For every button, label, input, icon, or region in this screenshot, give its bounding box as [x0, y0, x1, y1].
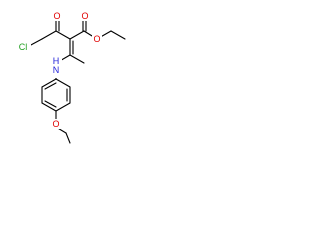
ketone-oxygen-label: O [53, 11, 60, 21]
ring-inner-2 [44, 100, 57, 108]
molecule-drawing: Cl O O O H N O [15, 11, 126, 144]
amine-nitrogen-label: N [53, 65, 60, 75]
ring-inner-3 [44, 82, 57, 90]
ring-bond-3 [55, 102, 71, 112]
ester-carbonyl-oxygen-label: O [81, 11, 88, 21]
structure-canvas: Cl O O O H N O [0, 0, 152, 152]
bond-layer [28, 18, 126, 144]
amine-hydrogen-label: H [53, 56, 60, 66]
ring-bond-4 [41, 102, 57, 112]
ring-bond-1 [55, 78, 71, 88]
bond-ch2-ch3 [110, 30, 126, 40]
ethoxy-oxygen-label: O [52, 119, 59, 129]
bond-ethoxy-ch2-ch3 [65, 132, 71, 144]
bond-cl-ch2 [28, 38, 43, 47]
ester-ether-oxygen-label: O [93, 34, 100, 44]
chlorine-label: Cl [19, 42, 28, 52]
bond-ch2-ketone-c [41, 30, 57, 40]
atom-labels: Cl O O O H N O [15, 11, 102, 129]
bond-ketone-central [55, 30, 71, 40]
bond-c-methyl [69, 54, 85, 64]
bond-central-ester-c [69, 30, 85, 40]
ring-bond-6 [41, 78, 57, 88]
